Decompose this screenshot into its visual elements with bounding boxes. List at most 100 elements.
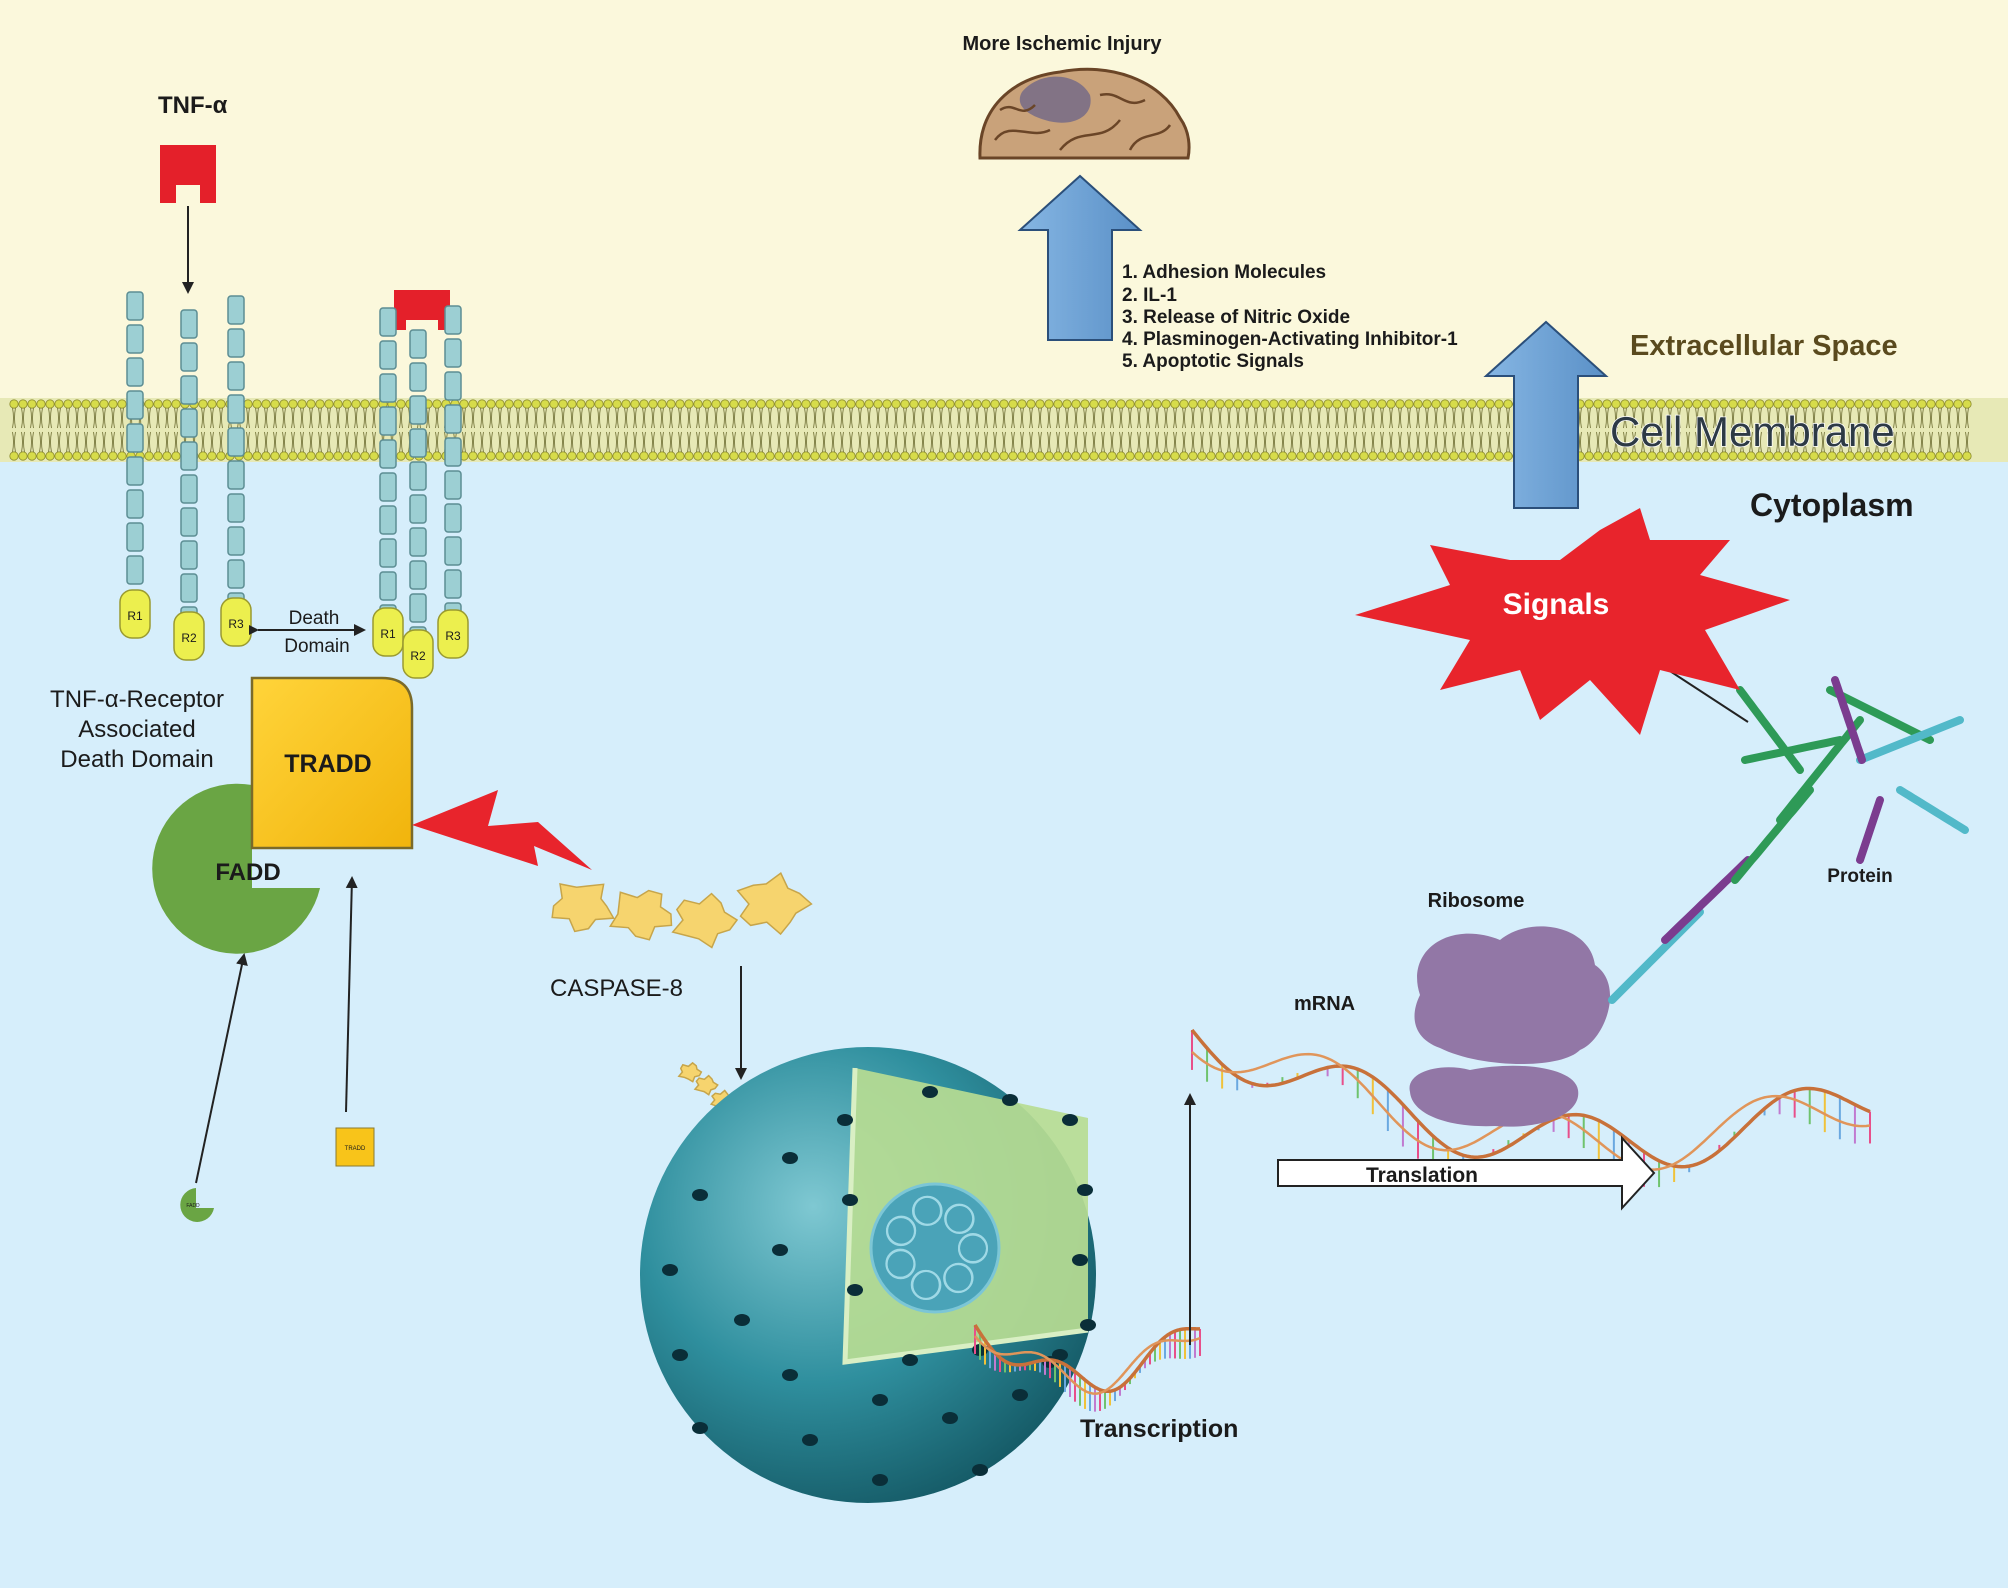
lipid-head bbox=[567, 451, 577, 461]
lipid-head bbox=[702, 399, 712, 409]
receptor-segment bbox=[444, 404, 462, 434]
lipid-head bbox=[1224, 451, 1234, 461]
lipid-head bbox=[1476, 399, 1486, 409]
lipid-head bbox=[261, 399, 271, 409]
lipid-tail bbox=[210, 407, 214, 453]
lipid-head bbox=[765, 451, 775, 461]
lipid-head bbox=[1908, 399, 1918, 409]
lipid-head bbox=[801, 399, 811, 409]
lipid-head bbox=[1251, 451, 1261, 461]
lipid-head bbox=[918, 399, 928, 409]
lipid-head bbox=[1755, 451, 1765, 461]
lipid-head bbox=[693, 399, 703, 409]
lipid-head bbox=[1161, 451, 1171, 461]
lipid-head bbox=[1494, 399, 1504, 409]
lipid-tail bbox=[579, 407, 583, 453]
lipid-head bbox=[1737, 451, 1747, 461]
lipid-head bbox=[1350, 451, 1360, 461]
lipid-head bbox=[1287, 451, 1297, 461]
lipid-head bbox=[324, 399, 334, 409]
receptor-segment bbox=[227, 559, 245, 589]
caspase-8-label: CASPASE-8 bbox=[550, 975, 683, 1002]
lipid-head bbox=[1602, 399, 1612, 409]
tnf-ligand-free bbox=[160, 145, 216, 203]
lipid-head bbox=[72, 399, 82, 409]
strand bbox=[973, 1324, 1200, 1394]
lipid-head bbox=[108, 399, 118, 409]
nuclear-pore bbox=[1072, 1254, 1088, 1266]
lipid-head bbox=[1719, 399, 1729, 409]
lipid-tail bbox=[687, 407, 691, 453]
receptor-segment bbox=[126, 291, 144, 321]
lipid-head bbox=[1170, 451, 1180, 461]
lipid-head bbox=[162, 451, 172, 461]
lipid-head bbox=[1053, 451, 1063, 461]
protein-helix bbox=[1826, 686, 1934, 744]
receptor-segment bbox=[180, 441, 198, 471]
lipid-tail bbox=[1866, 407, 1870, 453]
lipid-tail bbox=[1479, 407, 1483, 453]
fadd-label: FADD bbox=[215, 859, 280, 886]
lipid-head bbox=[972, 451, 982, 461]
lipid-head bbox=[936, 399, 946, 409]
lipid-head bbox=[1350, 399, 1360, 409]
lipid-head bbox=[1620, 399, 1630, 409]
lipid-head bbox=[729, 451, 739, 461]
lipid-head bbox=[1089, 399, 1099, 409]
lipid-head bbox=[1782, 451, 1792, 461]
lipid-head bbox=[1737, 399, 1747, 409]
chromatin-loop bbox=[943, 1263, 974, 1294]
lipid-head bbox=[1701, 399, 1711, 409]
lipid-head bbox=[288, 451, 298, 461]
cell-membrane-bilayer bbox=[0, 398, 2008, 462]
lipid-tail bbox=[1956, 407, 1960, 453]
lipid-head bbox=[747, 451, 757, 461]
lipid-head bbox=[1872, 399, 1882, 409]
lipid-head bbox=[216, 451, 226, 461]
receptor-segment bbox=[409, 527, 427, 557]
lipid-head bbox=[684, 399, 694, 409]
receptor-segment bbox=[227, 394, 245, 424]
lipid-tail bbox=[930, 407, 934, 453]
lipid-head bbox=[1359, 451, 1369, 461]
lipid-head bbox=[1836, 451, 1846, 461]
lipid-tail bbox=[1632, 407, 1636, 453]
lipid-head bbox=[756, 451, 766, 461]
lipid-head bbox=[666, 399, 676, 409]
protein-helix bbox=[1896, 786, 1969, 834]
lipid-tail bbox=[57, 407, 61, 453]
tradd-caption-line1: TNF-α-Receptor bbox=[50, 686, 224, 713]
lipid-head bbox=[837, 399, 847, 409]
lipid-tail bbox=[1776, 407, 1780, 453]
nuclear-pore bbox=[837, 1114, 853, 1126]
lipid-head bbox=[396, 451, 406, 461]
caspase-subunit bbox=[677, 1061, 703, 1083]
lipid-head bbox=[477, 451, 487, 461]
lipid-tail bbox=[633, 407, 637, 453]
receptor-segment bbox=[126, 390, 144, 420]
lipid-tail bbox=[1668, 407, 1672, 453]
lipid-head bbox=[1314, 399, 1324, 409]
lipid-head bbox=[279, 451, 289, 461]
lipid-head bbox=[1017, 399, 1027, 409]
receptor-segment bbox=[409, 560, 427, 590]
lipid-head bbox=[1098, 399, 1108, 409]
receptor-segment bbox=[379, 307, 397, 337]
lipid-head bbox=[594, 399, 604, 409]
lipid-head bbox=[1746, 399, 1756, 409]
lipid-tail bbox=[1497, 407, 1501, 453]
lipid-tail bbox=[363, 407, 367, 453]
lipid-head bbox=[882, 399, 892, 409]
lipid-head bbox=[1161, 399, 1171, 409]
lipid-tail bbox=[714, 407, 718, 453]
lipid-tail bbox=[1749, 407, 1753, 453]
lipid-head bbox=[1899, 399, 1909, 409]
lipid-head bbox=[1368, 451, 1378, 461]
lipid-head bbox=[1440, 451, 1450, 461]
lipid-head bbox=[783, 451, 793, 461]
lipid-head bbox=[1809, 399, 1819, 409]
r3-label: R3 bbox=[228, 617, 244, 631]
lipid-head bbox=[747, 399, 757, 409]
lipid-head bbox=[819, 399, 829, 409]
lipid-head bbox=[1296, 399, 1306, 409]
